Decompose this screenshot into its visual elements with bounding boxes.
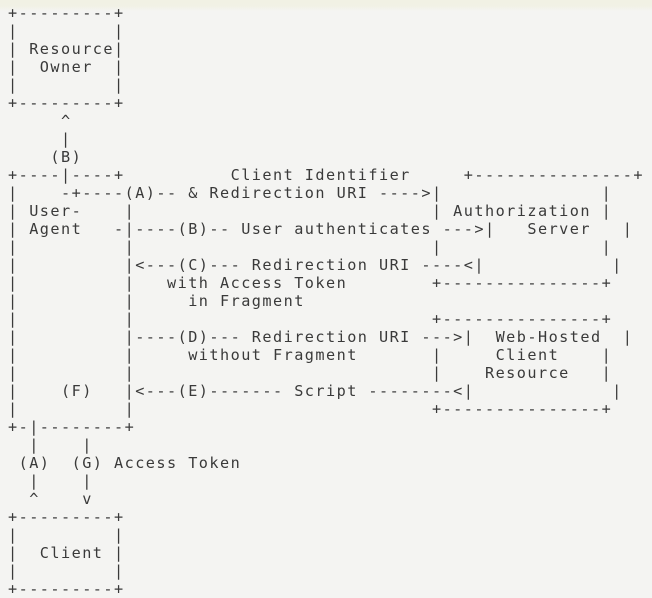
- ascii-art-diagram: +---------+ | | | Resource| | Owner | | …: [8, 4, 644, 598]
